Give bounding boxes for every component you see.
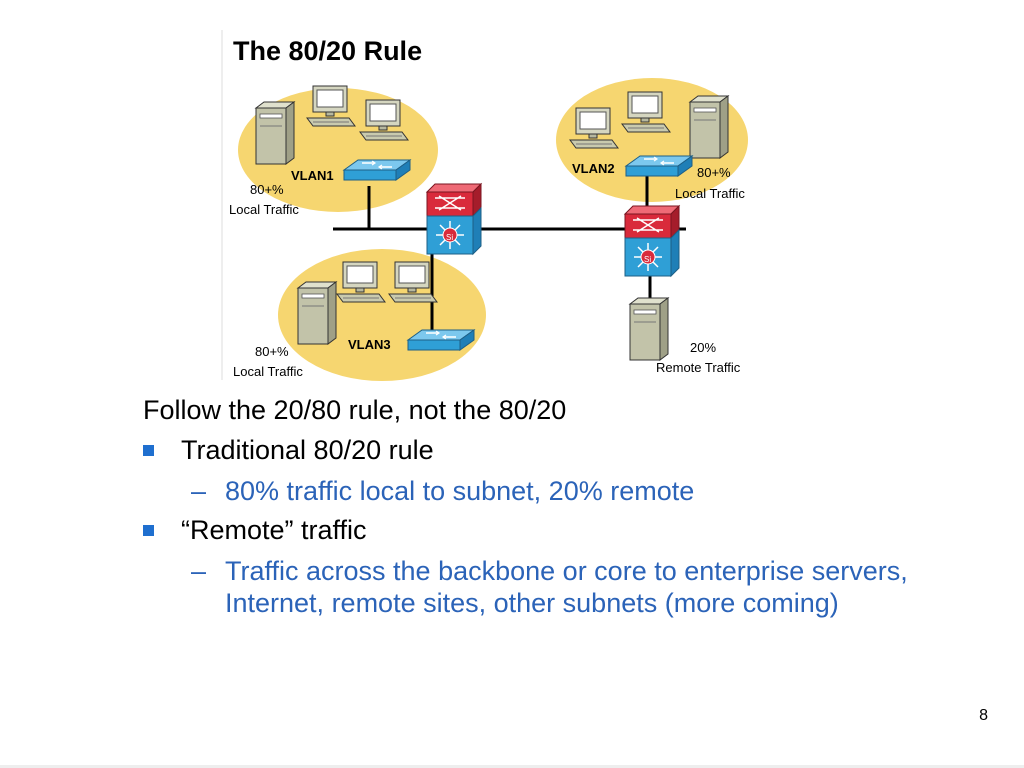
vlan1-traffic-pct: 80+%	[250, 182, 284, 197]
vlan3-label: VLAN3	[348, 337, 391, 352]
dash-bullet-icon: –	[191, 476, 207, 506]
vlan1-switch-icon	[343, 159, 411, 181]
remote-server-icon	[629, 297, 669, 361]
vlan1-label: VLAN1	[291, 168, 334, 183]
page-number: 8	[979, 707, 988, 724]
bullet-item: Traditional 80/20 rule	[143, 433, 1003, 467]
slide-title: The 80/20 Rule	[233, 36, 422, 66]
core-router-right-icon	[624, 205, 680, 277]
dash-bullet-icon: –	[191, 556, 207, 586]
remote-traffic-desc: Remote Traffic	[656, 360, 741, 375]
vlan3-server-icon	[297, 281, 337, 345]
square-bullet-icon	[143, 525, 154, 536]
bullet-text: Traditional 80/20 rule	[181, 435, 434, 465]
sub-bullet-item: – Traffic across the backbone or core to…	[143, 555, 985, 619]
vlan3-traffic-pct: 80+%	[255, 344, 289, 359]
vlan2-label: VLAN2	[572, 161, 615, 176]
vlan2-traffic-desc: Local Traffic	[675, 186, 745, 201]
remote-traffic-pct: 20%	[690, 340, 716, 355]
lead-text: Follow the 20/80 rule, not the 80/20	[143, 395, 567, 425]
vlan1-server-icon	[255, 101, 295, 165]
core-router-left-icon	[426, 183, 482, 255]
vlan3-switch-icon	[407, 329, 475, 351]
vlan3-traffic-desc: Local Traffic	[233, 364, 303, 379]
sub-bullet-item: – 80% traffic local to subnet, 20% remot…	[143, 475, 985, 507]
square-bullet-icon	[143, 445, 154, 456]
vlan2-switch-icon	[625, 155, 693, 177]
vlan2-server-icon	[689, 95, 729, 159]
bottom-divider	[0, 765, 1024, 768]
bullet-item: “Remote” traffic	[143, 513, 1003, 547]
sub-bullet-text: Traffic across the backbone or core to e…	[225, 556, 908, 618]
vlan2-traffic-pct: 80+%	[697, 165, 731, 180]
vlan1-traffic-desc: Local Traffic	[229, 202, 299, 217]
bullet-text: “Remote” traffic	[181, 515, 367, 545]
router-left-badge: Si	[446, 233, 453, 242]
sub-bullet-text: 80% traffic local to subnet, 20% remote	[225, 476, 695, 506]
network-diagram: The 80/20 Rule VLAN1 80+% Local Traffic …	[221, 30, 748, 381]
router-right-badge: Si	[644, 255, 651, 264]
slide-body: Follow the 20/80 rule, not the 80/20 Tra…	[143, 393, 1003, 619]
